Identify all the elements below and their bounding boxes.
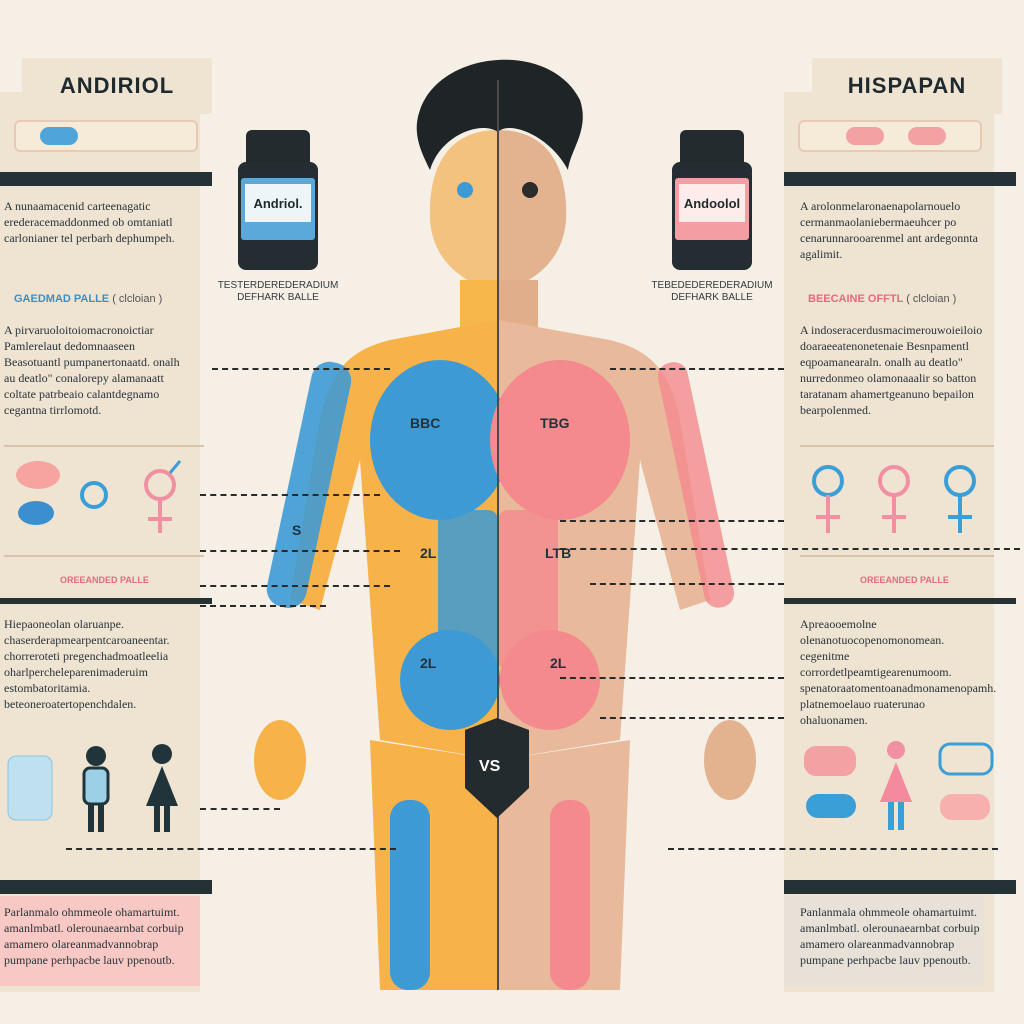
left-low-label: 2L <box>420 655 437 671</box>
right-connector-6 <box>600 717 784 719</box>
left-footer-text: Parlanmalo ohmmeole ohamartuimt. amanlmb… <box>4 905 184 967</box>
right-subhead: BEECAINE OFFTL ( clcloian ) <box>808 293 957 305</box>
left-footer <box>0 896 200 986</box>
right-footer <box>784 896 984 986</box>
right-thin-bar <box>784 598 1016 604</box>
female-symbol-blue-icon <box>812 465 844 497</box>
left-pill-bar <box>14 120 198 152</box>
pink-pill-icon-1 <box>846 127 884 145</box>
right-separator-2 <box>800 555 994 557</box>
male-ring-icon <box>80 481 108 509</box>
blue-tablet-icon <box>806 794 856 818</box>
right-hand <box>704 720 756 800</box>
left-section-label: OREEANDED PALLE <box>60 575 149 585</box>
right-footer-text: Panlanmala ohmmeole ohamartuimt. amanlmb… <box>800 905 980 967</box>
left-panel <box>0 92 200 992</box>
right-paragraph-1: A arolonmelaronaenapolarnouelo cermanmao… <box>800 199 978 261</box>
left-hand <box>254 720 306 800</box>
right-eye-icon <box>522 182 538 198</box>
female-symbol-icon <box>944 465 976 497</box>
left-paragraph-2: A pirvaruoloitoiomacronoictiar Pamlerela… <box>4 323 180 417</box>
right-pill-bar <box>798 120 982 152</box>
body-figure <box>254 59 756 990</box>
right-separator <box>800 445 994 447</box>
left-bottle-caption: TESTERDEREDERADIUM DEFHARK BALLE <box>217 280 339 303</box>
left-foot-bar <box>0 880 212 894</box>
right-connector-3 <box>560 548 1020 550</box>
right-paragraph-3: Apreaooemolne olenanotuocopenomonomean. … <box>800 617 997 727</box>
left-paragraph-3: Hiepaoneolan olaruanpe. chaserderapmearp… <box>4 617 170 711</box>
vs-shield-icon <box>465 718 529 818</box>
left-connector-5 <box>200 605 326 607</box>
left-bottle-label: Andriol. <box>241 178 315 240</box>
left-icons-row <box>16 460 182 533</box>
hair <box>416 59 583 170</box>
right-people-icons <box>804 741 994 830</box>
left-thin-bar <box>0 598 212 604</box>
left-title: ANDIRIOL <box>22 58 212 114</box>
left-subhead: GAEDMAD PALLE ( clcloian ) <box>14 293 163 305</box>
left-connector-2 <box>200 494 380 496</box>
right-divider-bar <box>784 172 1016 186</box>
left-people-icons <box>7 744 178 832</box>
right-bottle: Andoolol <box>672 130 752 270</box>
blue-capsule-icon <box>18 501 54 525</box>
left-chest-label: BBC <box>410 415 441 431</box>
right-bottle-caption: TEBEDEDEREDERADIUM DEFHARK BALLE <box>651 280 773 303</box>
left-bottle: Andriol. <box>238 130 318 270</box>
right-title: HISPAPAN <box>812 58 1002 114</box>
right-connector-5 <box>560 677 784 679</box>
left-separator-2 <box>4 555 204 557</box>
right-connector-7 <box>668 848 998 850</box>
right-hip-organ <box>500 630 600 730</box>
vs-label: VS <box>479 758 501 775</box>
female-person-icon <box>887 741 905 759</box>
left-hip-organ <box>400 630 500 730</box>
left-connector-1 <box>212 368 390 370</box>
pink-outline-tablet-icon <box>940 794 990 820</box>
left-divider-bar <box>0 172 212 186</box>
blue-pill-icon <box>40 127 78 145</box>
blue-outline-tablet-icon <box>938 742 994 776</box>
left-arm-label: S <box>292 522 302 538</box>
left-paragraph-1: A nunaamacenid carteenagatic erederacema… <box>4 199 175 245</box>
left-connector-3 <box>200 550 400 552</box>
pink-pill-icon-2 <box>908 127 946 145</box>
right-chest-label: TBG <box>540 415 570 431</box>
right-bottle-label: Andoolol <box>675 178 749 240</box>
female-symbol-pink-icon <box>878 465 910 497</box>
left-connector-4 <box>200 585 390 587</box>
right-chest-organ <box>490 360 630 520</box>
pink-pill-icon <box>16 461 60 489</box>
left-separator <box>4 445 204 447</box>
organ-icon <box>7 755 53 821</box>
right-connector-4 <box>590 583 784 585</box>
right-panel <box>784 92 994 992</box>
left-eye-icon <box>457 182 473 198</box>
female-symbol-icon <box>144 469 176 501</box>
right-connector-2 <box>560 520 784 522</box>
left-chest-organ <box>370 360 510 520</box>
female-person-icon <box>152 744 172 764</box>
left-face <box>429 130 498 292</box>
right-paragraph-2: A indoseracerdusmacimerouwoieiloio doara… <box>800 323 983 417</box>
left-connector-6 <box>200 808 280 810</box>
male-person-icon <box>86 746 106 766</box>
left-connector-7 <box>66 848 396 850</box>
right-connector-1 <box>610 368 784 370</box>
pink-tablet-icon <box>804 746 856 776</box>
right-foot-bar <box>784 880 1016 894</box>
right-section-label: OREEANDED PALLE <box>860 575 949 585</box>
right-low-label: 2L <box>550 655 567 671</box>
left-mid-label: 2L <box>420 545 437 561</box>
right-face <box>498 130 567 292</box>
right-icons-row <box>812 465 976 533</box>
